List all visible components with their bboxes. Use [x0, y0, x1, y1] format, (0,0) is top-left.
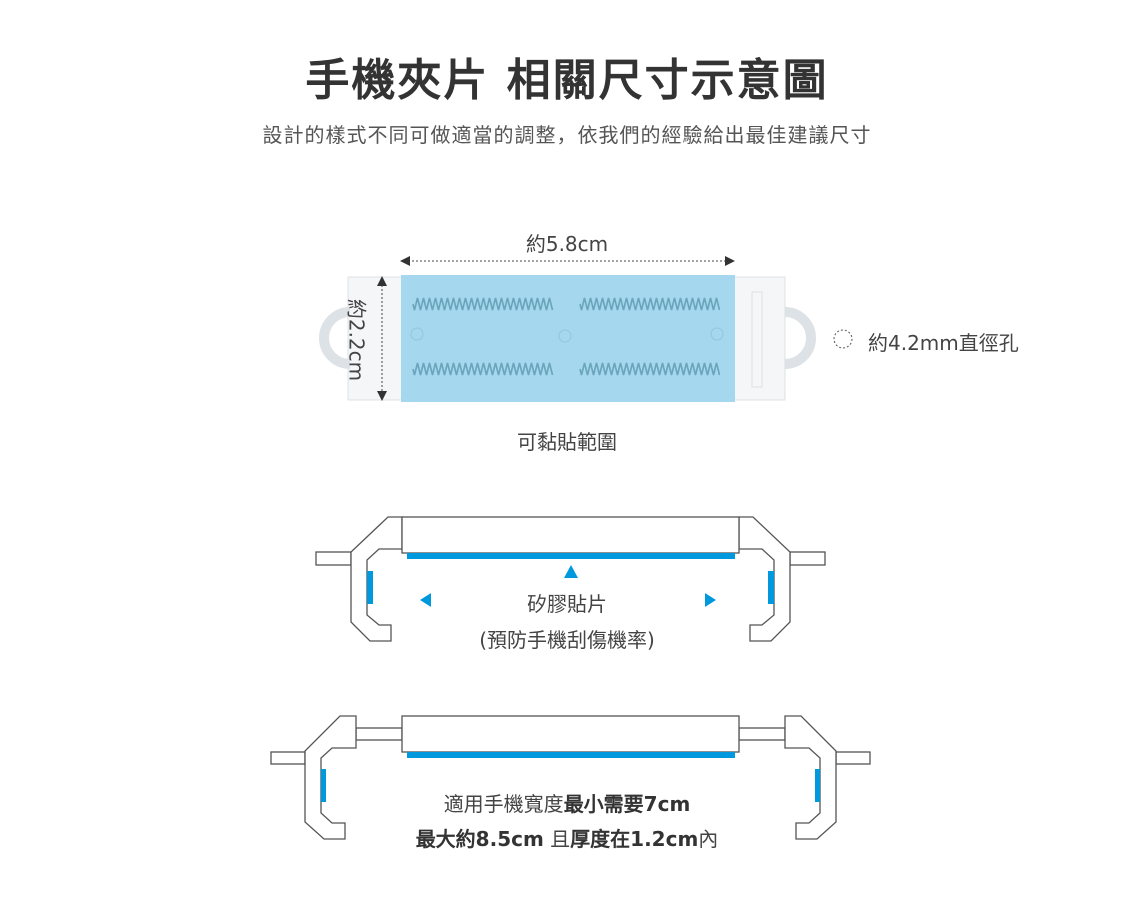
spring-coil [579, 362, 721, 376]
adhesive-area [401, 275, 735, 402]
silicone-pad-right [815, 769, 820, 802]
height-dimension-arrow [377, 276, 387, 401]
silicone-pad-left [367, 571, 373, 604]
silicone-pad-top [407, 752, 735, 758]
pad-label: 矽膠貼片 [527, 592, 607, 616]
silicone-pad-top [407, 553, 735, 559]
arrow-up-icon [564, 565, 578, 578]
clip-body [319, 275, 816, 402]
width-dimension-arrow [400, 256, 735, 266]
fit-text: 且 [543, 827, 571, 851]
spring-coil [412, 362, 554, 376]
spring-coil [412, 297, 554, 311]
hole-icon [833, 329, 853, 349]
fit-max-width: 最大約8.5cm [415, 827, 544, 851]
fit-line-2: 最大約8.5cm 且厚度在1.2cm內 [0, 823, 1134, 852]
clip-side-view [315, 516, 826, 642]
hole-label: 約4.2mm直徑孔 [868, 331, 1019, 355]
fit-thickness: 厚度在1.2cm [570, 827, 699, 851]
page-subtitle: 設計的樣式不同可做適當的調整，依我們的經驗給出最佳建議尺寸 [262, 123, 872, 147]
fit-line-1: 適用手機寬度最小需要7cm [0, 788, 1134, 817]
spring-coil [579, 297, 721, 311]
silicone-pad-right [768, 571, 774, 604]
clip-extended-view [270, 715, 871, 840]
arrow-right-icon [705, 593, 716, 607]
silicone-pad-left [321, 769, 326, 802]
spring-coils [412, 297, 721, 376]
width-label: 約5.8cm [525, 232, 609, 256]
page-title: 手機夾片 相關尺寸示意圖 [305, 55, 829, 106]
arrow-left-icon [420, 593, 431, 607]
height-label: 約2.2cm [344, 298, 369, 382]
fit-min-width: 最小需要7cm [563, 792, 691, 816]
fit-text: 適用手機寬度 [443, 792, 564, 816]
adhesive-area-label: 可黏貼範圍 [517, 430, 617, 454]
fit-text: 內 [698, 827, 719, 851]
pad-note: (預防手機刮傷機率) [479, 628, 655, 652]
